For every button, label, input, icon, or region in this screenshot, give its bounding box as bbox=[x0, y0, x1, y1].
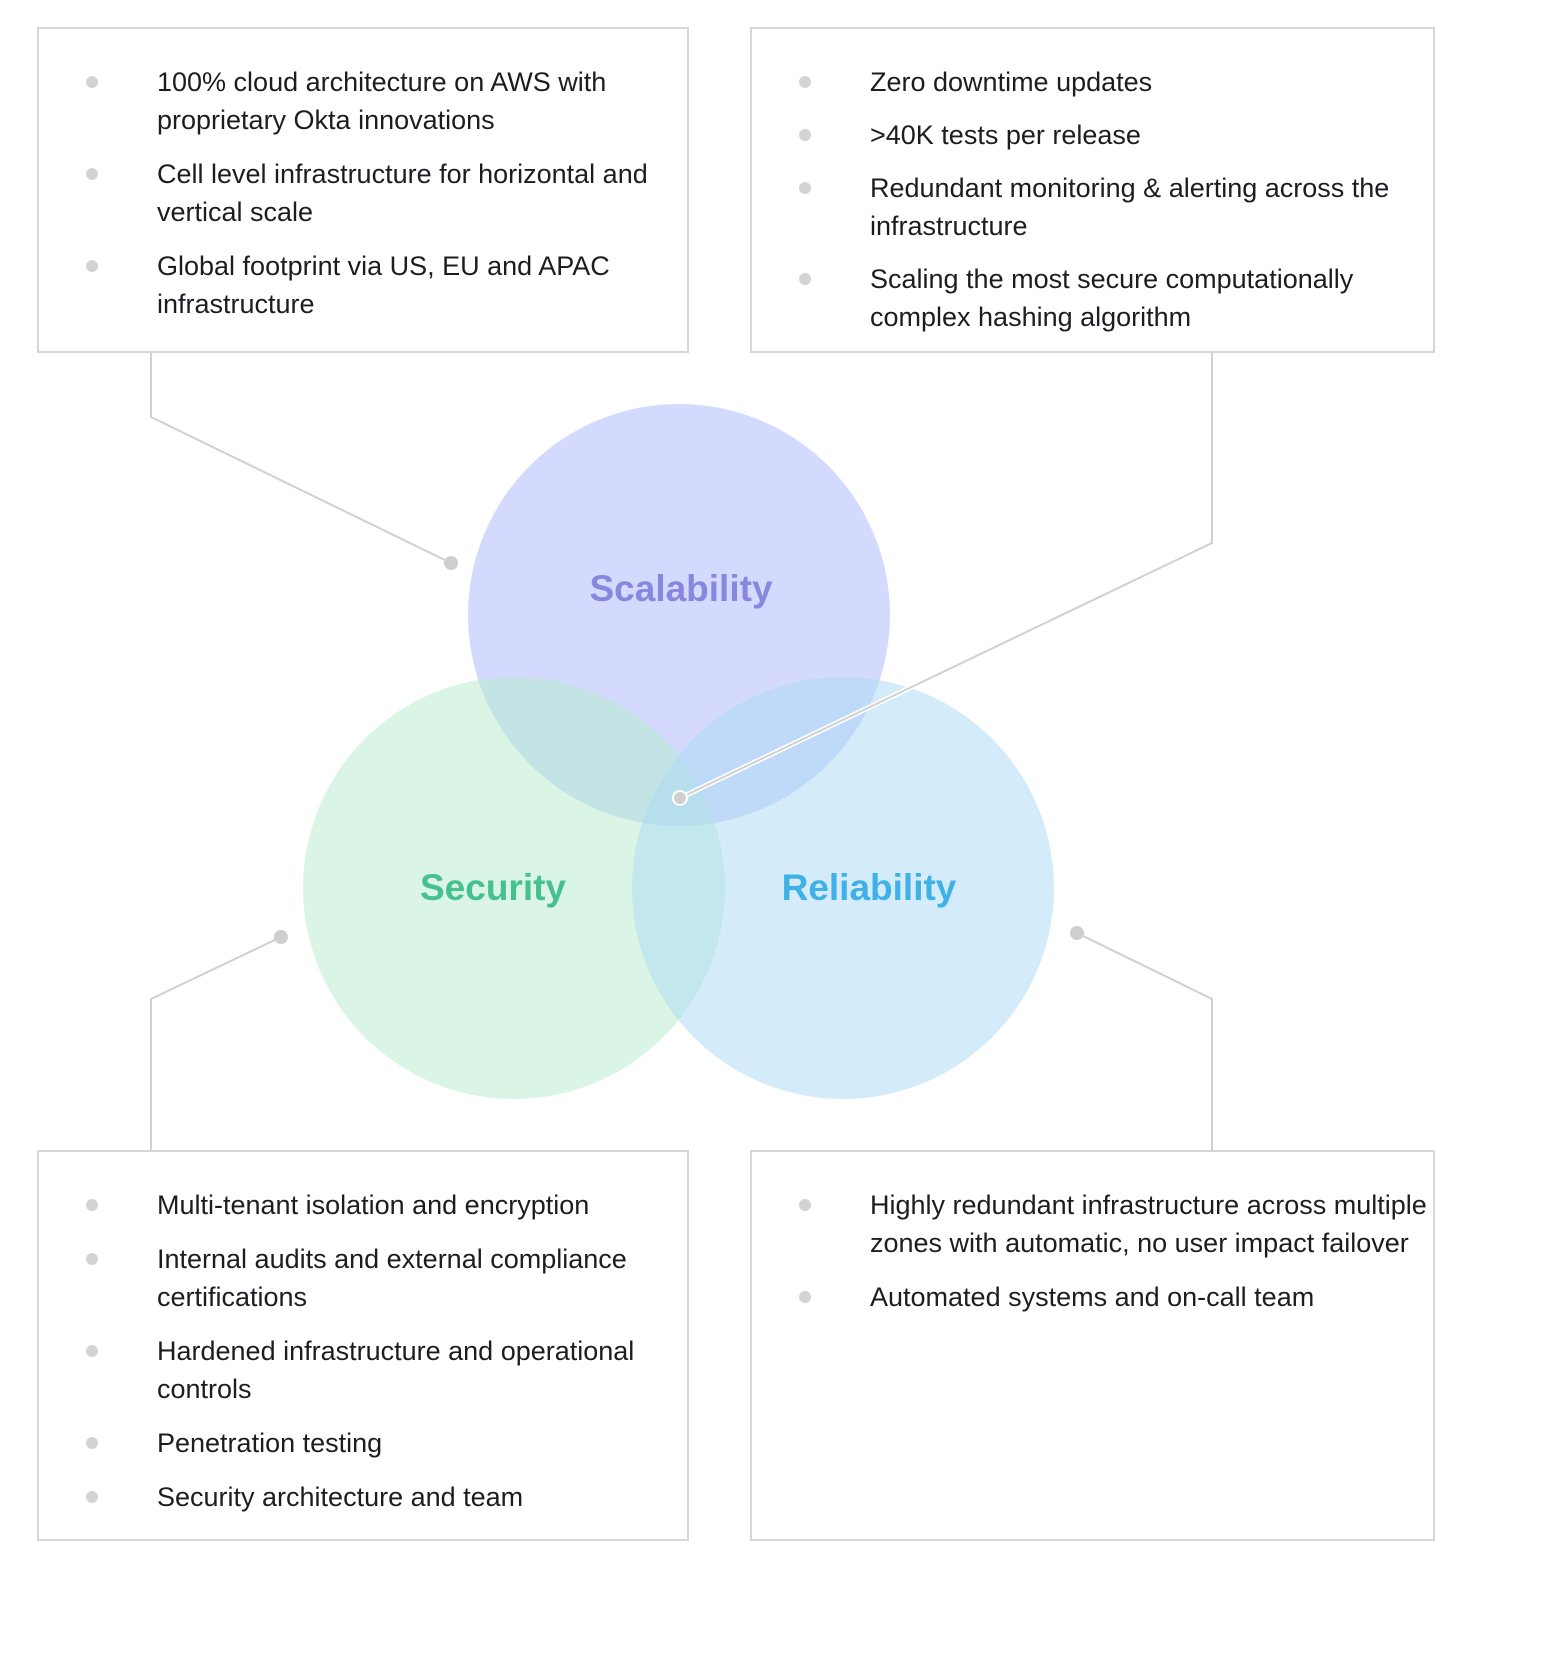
list-item: Penetration testing bbox=[39, 1424, 687, 1462]
connector-dot-scalability bbox=[444, 556, 458, 570]
list-item-text: Hardened infrastructure and operational … bbox=[157, 1336, 635, 1404]
scalability-list: 100% cloud architecture on AWS with prop… bbox=[39, 63, 687, 323]
list-item-text: Multi-tenant isolation and encryption bbox=[157, 1190, 590, 1220]
bullet-icon bbox=[86, 1437, 98, 1449]
bullet-icon bbox=[799, 129, 811, 141]
list-item: Scaling the most secure computationally … bbox=[752, 260, 1433, 336]
connector-scalability bbox=[150, 352, 452, 564]
label-reliability: Reliability bbox=[782, 867, 957, 908]
list-item: Highly redundant infrastructure across m… bbox=[752, 1186, 1433, 1262]
list-item: Global footprint via US, EU and APAC inf… bbox=[39, 247, 687, 323]
scalability-panel: 100% cloud architecture on AWS with prop… bbox=[37, 27, 689, 353]
bullet-icon bbox=[799, 273, 811, 285]
list-item-text: Zero downtime updates bbox=[870, 67, 1153, 97]
bullet-icon bbox=[799, 1291, 811, 1303]
list-item: Multi-tenant isolation and encryption bbox=[39, 1186, 687, 1224]
reliability-list: Highly redundant infrastructure across m… bbox=[752, 1186, 1433, 1316]
connector-intersection-outline bbox=[678, 352, 1215, 801]
connector-dot-intersection bbox=[672, 790, 688, 806]
list-item: >40K tests per release bbox=[752, 116, 1433, 154]
label-scalability: Scalability bbox=[589, 568, 772, 609]
intersection-list: Zero downtime updates >40K tests per rel… bbox=[752, 63, 1433, 336]
bullet-icon bbox=[86, 1199, 98, 1211]
security-list: Multi-tenant isolation and encryption In… bbox=[39, 1186, 687, 1516]
list-item-text: Scaling the most secure computationally … bbox=[870, 264, 1354, 332]
list-item: Redundant monitoring & alerting across t… bbox=[752, 169, 1433, 245]
label-security: Security bbox=[420, 867, 566, 908]
list-item: Internal audits and external compliance … bbox=[39, 1240, 687, 1316]
list-item-text: Highly redundant infrastructure across m… bbox=[870, 1190, 1427, 1258]
bullet-icon bbox=[799, 182, 811, 194]
list-item-text: Penetration testing bbox=[157, 1428, 383, 1458]
connector-intersection bbox=[679, 352, 1213, 799]
list-item: Automated systems and on-call team bbox=[752, 1278, 1433, 1316]
list-item: Cell level infrastructure for horizontal… bbox=[39, 155, 687, 231]
list-item: Zero downtime updates bbox=[752, 63, 1433, 101]
bullet-icon bbox=[86, 1491, 98, 1503]
list-item-text: Cell level infrastructure for horizontal… bbox=[157, 159, 648, 227]
list-item: Hardened infrastructure and operational … bbox=[39, 1332, 687, 1408]
bullet-icon bbox=[86, 168, 98, 180]
connector-security bbox=[150, 936, 282, 1150]
list-item: Security architecture and team bbox=[39, 1478, 687, 1516]
circle-scalability bbox=[468, 404, 890, 826]
circle-security bbox=[303, 677, 725, 1099]
connector-reliability bbox=[1076, 932, 1213, 1150]
list-item-text: Redundant monitoring & alerting across t… bbox=[870, 173, 1390, 241]
security-panel: Multi-tenant isolation and encryption In… bbox=[37, 1150, 689, 1541]
reliability-panel: Highly redundant infrastructure across m… bbox=[750, 1150, 1435, 1541]
connector-dot-reliability bbox=[1070, 926, 1084, 940]
bullet-icon bbox=[86, 76, 98, 88]
list-item-text: Global footprint via US, EU and APAC inf… bbox=[157, 251, 610, 319]
list-item-text: 100% cloud architecture on AWS with prop… bbox=[157, 67, 607, 135]
bullet-icon bbox=[799, 76, 811, 88]
list-item-text: Automated systems and on-call team bbox=[870, 1282, 1315, 1312]
bullet-icon bbox=[799, 1199, 811, 1211]
list-item-text: Internal audits and external compliance … bbox=[157, 1244, 627, 1312]
circle-reliability bbox=[632, 677, 1054, 1099]
list-item-text: >40K tests per release bbox=[870, 120, 1141, 150]
list-item: 100% cloud architecture on AWS with prop… bbox=[39, 63, 687, 139]
bullet-icon bbox=[86, 260, 98, 272]
list-item-text: Security architecture and team bbox=[157, 1482, 524, 1512]
bullet-icon bbox=[86, 1253, 98, 1265]
connector-dot-security bbox=[274, 930, 288, 944]
intersection-panel: Zero downtime updates >40K tests per rel… bbox=[750, 27, 1435, 353]
bullet-icon bbox=[86, 1345, 98, 1357]
